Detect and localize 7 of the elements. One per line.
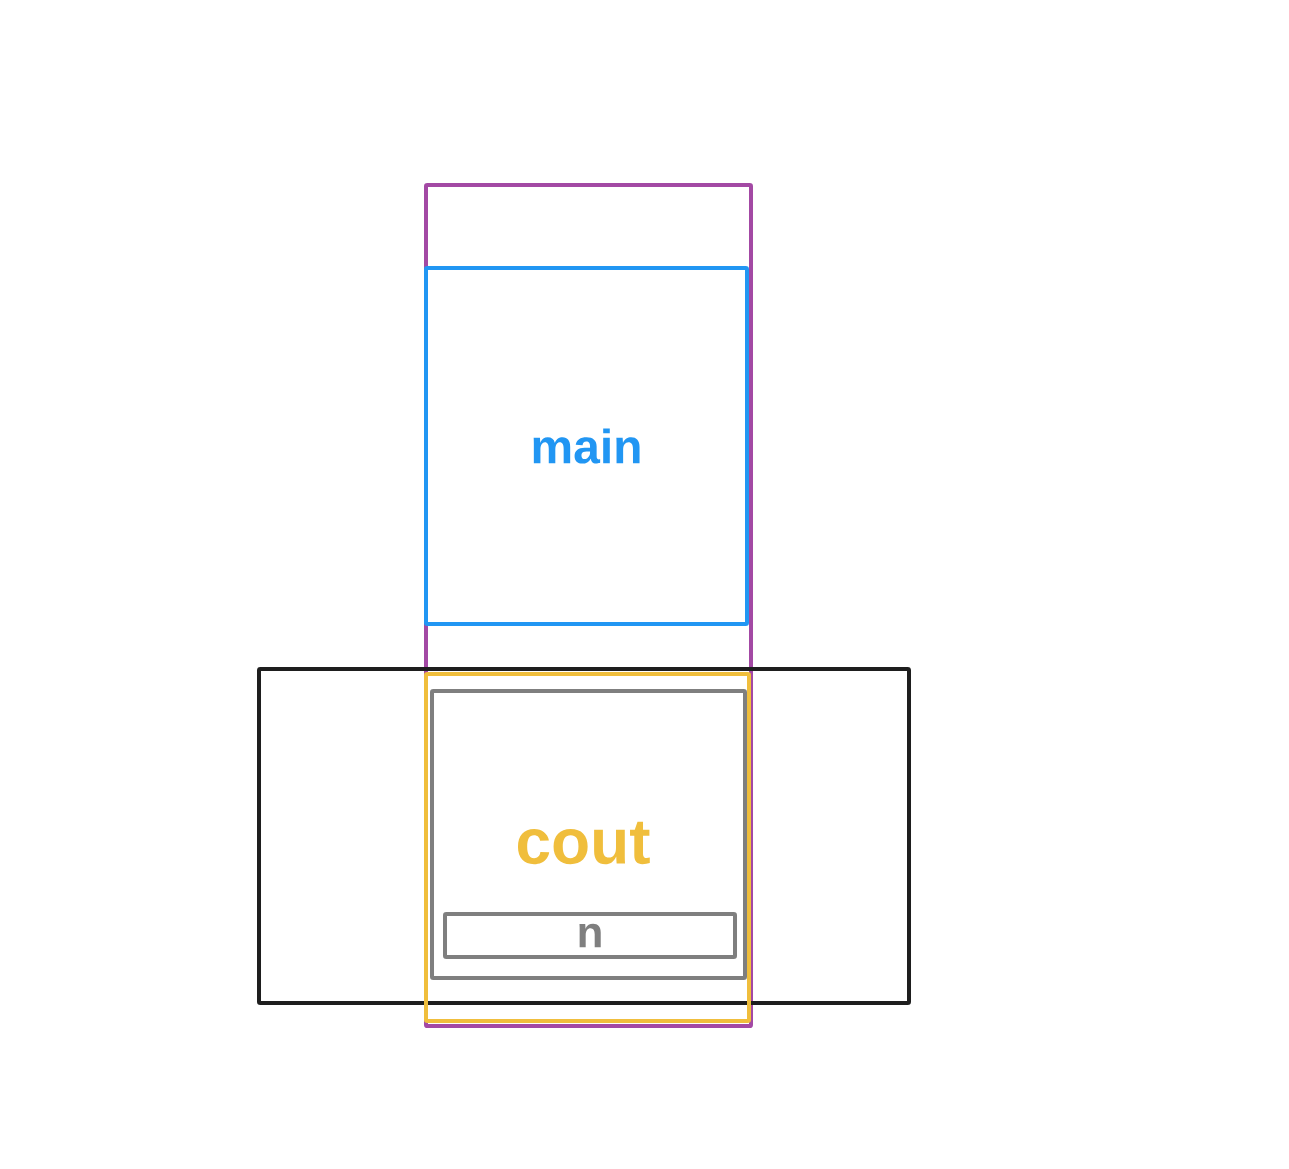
box-label: cout [517,821,650,865]
labeled-box: main [424,266,749,626]
outline-box [424,672,751,1023]
outline-box [424,183,753,1028]
outline-box [257,667,911,1005]
outline-box [430,689,747,980]
labeled-box: n [443,912,737,959]
